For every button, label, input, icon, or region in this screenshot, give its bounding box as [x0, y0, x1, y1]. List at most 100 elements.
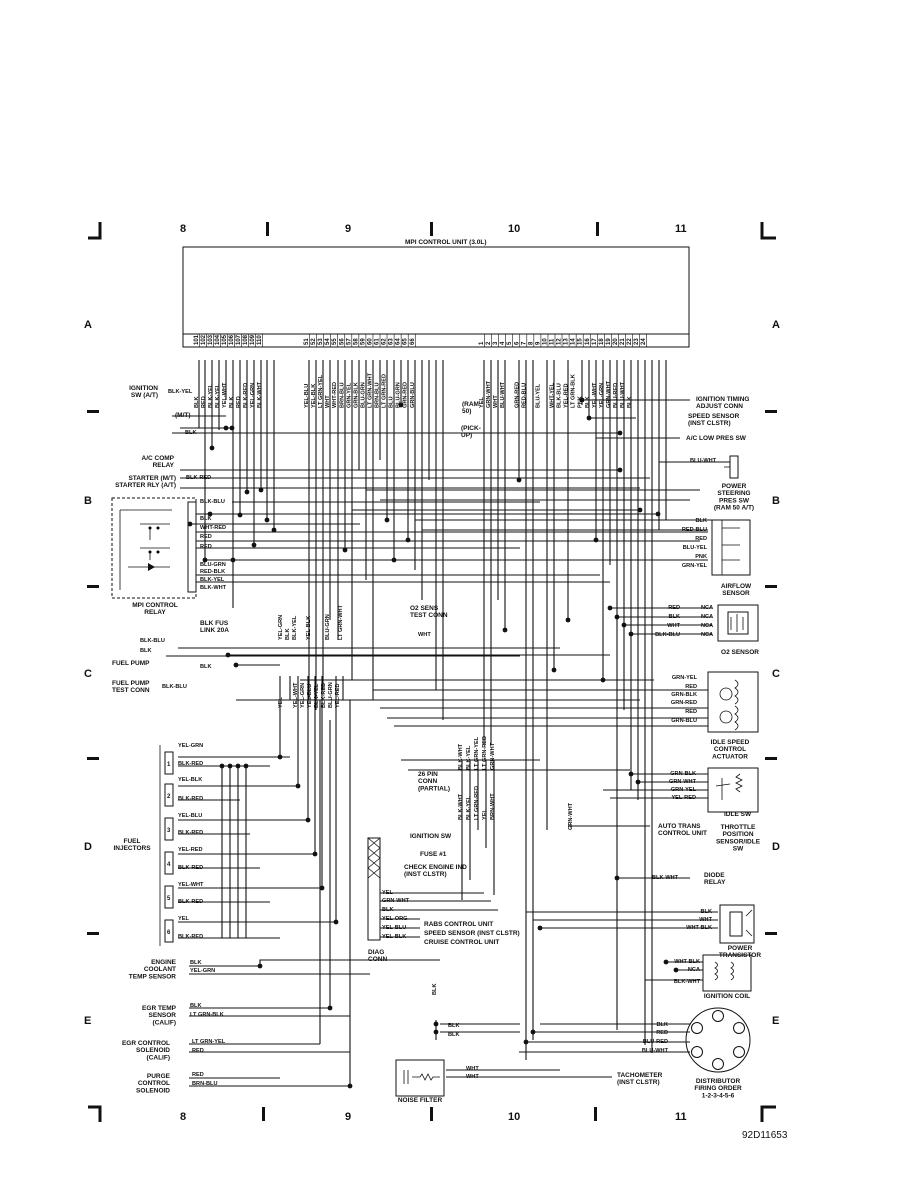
grid-col-11-bottom: 11: [675, 1111, 687, 1123]
junction-dot: [433, 1021, 439, 1027]
mid-wire-58: GRN-BLK: [353, 382, 359, 408]
junction-dot: [551, 667, 557, 673]
cruise-label: CRUISE CONTROL UNIT: [424, 939, 499, 946]
fusible-link-label: LINK 20A: [200, 627, 229, 634]
junction-dot: [635, 779, 641, 785]
egr-sol-wire: RED: [192, 1048, 204, 1054]
injector-wire-label: YEL-GRN: [178, 743, 203, 749]
tps-wire: GRN-WHT: [669, 779, 697, 785]
isc-actuator-box: [707, 671, 759, 733]
junction-dot: [628, 771, 634, 777]
harness-wire-lower: BLK-RED: [321, 683, 327, 708]
idle-sw-label: IDLE SW: [724, 811, 752, 818]
fuel-pump-test-label: FUEL PUMP: [112, 680, 150, 687]
mid-pin-60: 60: [367, 338, 373, 345]
purge-wire: BRN-BLU: [192, 1081, 217, 1087]
ignition-coil-label: IGNITION COIL: [704, 993, 750, 1000]
noise-wire: WHT: [466, 1074, 479, 1080]
ps-switch-label: STEERING: [717, 490, 750, 497]
relay-wire-label: RED: [200, 534, 212, 540]
junction-dots: [187, 397, 679, 1089]
tachometer-label: (INST CLSTR): [617, 1079, 660, 1086]
junction-dot: [586, 415, 592, 421]
o2-nca-label: NCA: [701, 605, 713, 611]
junction-dot: [614, 614, 620, 620]
ignition-coil-box: [702, 954, 752, 992]
diag-wire: YEL: [382, 890, 393, 896]
injector-wire-label: YEL-WHT: [178, 882, 204, 888]
diag-wire: YEL-BLU: [382, 925, 406, 931]
grid-col-8-bottom: 8: [180, 1111, 186, 1123]
junction-dot: [333, 919, 339, 925]
auto-trans-label: CONTROL UNIT: [658, 830, 707, 837]
junction-dot: [257, 963, 263, 969]
diag-conn-label: CONN: [368, 956, 387, 963]
timing-conn-label: ADJUST CONN: [696, 403, 743, 410]
right-pin-16: 16: [585, 338, 591, 345]
fuel-injectors-label: INJECTORS: [113, 845, 151, 852]
tps-wire: YEL-RED: [671, 795, 696, 801]
grn-wht-vertical: GRN-WHT: [568, 802, 574, 830]
injector-wire-label: BLK-RED: [178, 865, 203, 871]
mid-wire-64: BLU-GRN: [396, 382, 402, 408]
injector-wire-label: BLK-RED: [178, 761, 203, 767]
junction-dot: [202, 557, 208, 563]
junction-dot: [673, 967, 679, 973]
check-engine-label: (INST CLSTR): [404, 871, 447, 878]
egr-sensor-label: (CALIF): [153, 1019, 176, 1026]
junction-dot: [305, 817, 311, 823]
diode-wire: BLK-WHT: [652, 875, 679, 881]
mid-pin-57: 57: [346, 338, 352, 345]
grid-columns-top: 8 9 10 11: [180, 222, 687, 236]
injector-wire-label: BLK-RED: [178, 934, 203, 940]
relay-wire-label: RED-BLK: [200, 569, 225, 575]
distributor-wire: BLU-WHT: [642, 1048, 669, 1054]
right-pin-14: 14: [571, 338, 577, 345]
o2-test-conn-label: O2 SENS: [410, 605, 439, 612]
mid-pin-53: 53: [318, 338, 324, 345]
mid-pin-55: 55: [332, 338, 338, 345]
pt-wire: WHT-BLK: [686, 925, 712, 931]
fuel-pump-test-wire: BLK-BLU: [162, 684, 187, 690]
fuel-pump-test-label: TEST CONN: [112, 687, 150, 694]
distributor-label: FIRING ORDER: [694, 1085, 742, 1092]
pin26-wire: LT GRN-RED: [482, 736, 488, 770]
right-pin-7: 7: [521, 341, 527, 345]
injector-number: 3: [167, 828, 171, 834]
harness-wire: YEL-BLK: [306, 616, 312, 640]
harness-wire: YEL-GRN: [278, 615, 284, 640]
junction-dot: [230, 557, 236, 563]
coolant-sensor-label: TEMP SENSOR: [129, 973, 177, 980]
distributor-wire: BLK: [657, 1022, 669, 1028]
junction-dot: [244, 489, 250, 495]
egr-sol-wire: LT GRN-YEL: [192, 1039, 226, 1045]
egr-solenoid-label: (CALIF): [147, 1054, 170, 1061]
left-wire-110: BLK-WHT: [257, 381, 263, 408]
injector-wire-label: YEL-BLU: [178, 813, 202, 819]
harness-wire-lower: BLK-YEL: [314, 683, 320, 708]
tps-box: [707, 767, 759, 813]
mid-pin-66: 66: [410, 338, 416, 345]
pin26-wire: BLK-YEL: [466, 745, 472, 770]
mid-wire-66: GRN-BLU: [410, 382, 416, 408]
junction-dot: [391, 557, 397, 563]
pin26-label: 26 PIN: [418, 771, 438, 778]
airflow-wire: RED-BLU: [682, 527, 707, 533]
mid-wire-65: GRN-RED: [403, 382, 409, 408]
junction-dot: [593, 537, 599, 543]
junction-dot: [233, 662, 239, 668]
diag-connector-box: [367, 837, 381, 941]
mid-wire-52: YEL-BLK: [311, 384, 317, 408]
grid-col-10: 10: [508, 223, 520, 235]
ignition-sw2-label: IGNITION SW: [410, 833, 452, 840]
injector-3: [164, 817, 174, 841]
airflow-wire: PNK: [695, 554, 707, 560]
junction-dot: [614, 875, 620, 881]
mid-pin-62: 62: [382, 338, 388, 345]
harness-wire-lower: YEL: [278, 697, 284, 708]
speed-sensor2-label: SPEED SENSOR (INST CLSTR): [424, 930, 520, 937]
mid-pin-65: 65: [403, 338, 409, 345]
pin26-wire: BLK-WHT: [458, 743, 464, 770]
harness-wire: BLU-GRN: [325, 614, 331, 640]
